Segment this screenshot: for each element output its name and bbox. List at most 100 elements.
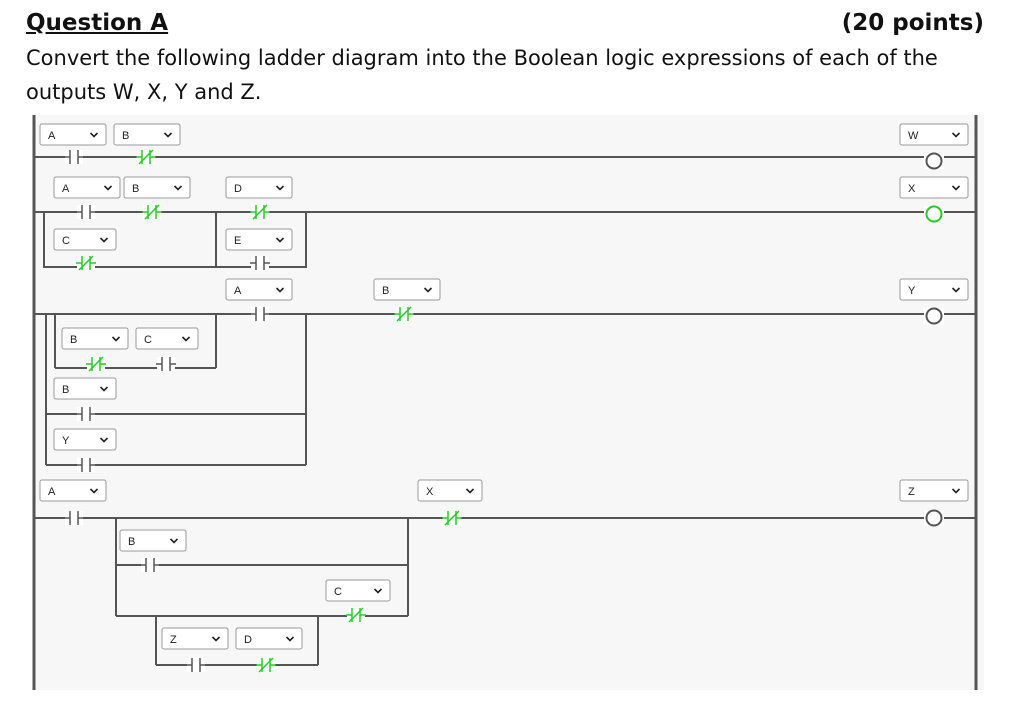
contact-variable-select[interactable]: Y <box>53 428 117 451</box>
output-x-select[interactable]: X <box>899 176 969 199</box>
contact-variable-select[interactable]: B <box>123 176 191 199</box>
output-w-select[interactable]: W <box>899 123 969 146</box>
chevron-down-icon <box>99 237 109 243</box>
contact-b-no[interactable] <box>140 558 160 572</box>
select-box-frame <box>53 428 117 451</box>
contact-c-no[interactable] <box>156 357 176 371</box>
select-box-frame <box>119 529 187 552</box>
contact-variable-select[interactable]: Z <box>161 627 229 650</box>
contact-variable-select[interactable]: X <box>417 479 483 502</box>
no-contact-icon <box>76 458 96 472</box>
nc-contact-icon <box>256 657 276 673</box>
select-value: B <box>382 285 389 297</box>
select-value: A <box>62 183 70 195</box>
contact-variable-select[interactable]: A <box>225 278 293 301</box>
select-box-frame <box>161 627 229 650</box>
select-value: D <box>234 183 242 195</box>
no-contact-icon <box>64 150 84 164</box>
select-box-frame <box>225 278 293 301</box>
contact-variable-select[interactable]: C <box>135 327 199 350</box>
contact-c-nc[interactable] <box>76 255 96 271</box>
chevron-down-icon <box>163 132 173 138</box>
contact-variable-select[interactable]: D <box>225 176 293 199</box>
chevron-down-icon <box>111 336 121 342</box>
select-box-frame <box>235 627 303 650</box>
select-box-frame <box>123 176 191 199</box>
select-value: C <box>62 235 70 247</box>
chevron-down-icon <box>275 287 285 293</box>
select-box-frame <box>39 479 107 502</box>
chevron-down-icon <box>89 488 99 494</box>
no-contact-icon <box>140 558 160 572</box>
select-value: Z <box>170 634 177 646</box>
contact-variable-select[interactable]: C <box>53 228 117 251</box>
contact-b-nc[interactable] <box>394 306 414 322</box>
contact-x-nc[interactable] <box>442 510 462 526</box>
chevron-down-icon <box>275 185 285 191</box>
contact-d-nc[interactable] <box>256 657 276 673</box>
contact-y-no[interactable] <box>76 458 96 472</box>
select-box-frame <box>899 479 969 502</box>
select-value: Y <box>62 435 70 447</box>
chevron-down-icon <box>99 386 109 392</box>
contact-a-no[interactable] <box>250 307 270 321</box>
contact-variable-select[interactable]: A <box>39 479 107 502</box>
contact-a-no[interactable] <box>64 150 84 164</box>
output-z-select[interactable]: Z <box>899 479 969 502</box>
contact-b-no[interactable] <box>76 407 96 421</box>
select-box-frame <box>135 327 199 350</box>
contact-variable-select[interactable]: C <box>325 579 391 602</box>
diagram-panel <box>34 115 984 690</box>
contact-variable-select[interactable]: B <box>119 529 187 552</box>
chevron-down-icon <box>951 132 961 138</box>
contact-b-nc[interactable] <box>86 356 106 372</box>
select-value: D <box>244 634 252 646</box>
no-contact-icon <box>250 307 270 321</box>
select-value: X <box>908 183 916 195</box>
contact-d-nc[interactable] <box>250 204 270 220</box>
select-value: C <box>334 586 342 598</box>
chevron-down-icon <box>103 185 113 191</box>
contact-variable-select[interactable]: B <box>373 278 441 301</box>
select-box-frame <box>113 123 181 146</box>
no-contact-icon <box>64 511 84 525</box>
contact-e-no[interactable] <box>250 256 270 270</box>
contact-variable-select[interactable]: B <box>53 377 117 400</box>
contact-variable-select[interactable]: B <box>113 123 181 146</box>
select-box-frame <box>417 479 483 502</box>
contact-c-nc[interactable] <box>346 607 366 623</box>
output-coil-icon <box>925 509 943 527</box>
chevron-down-icon <box>951 287 961 293</box>
select-value: Z <box>908 486 915 498</box>
question-title: Question A <box>26 10 169 36</box>
nc-contact-icon <box>442 510 462 526</box>
contact-variable-select[interactable]: B <box>61 327 129 350</box>
chevron-down-icon <box>423 287 433 293</box>
select-value: A <box>234 285 242 297</box>
contact-b-nc[interactable] <box>142 204 162 220</box>
select-box-frame <box>899 176 969 199</box>
select-box-frame <box>53 377 117 400</box>
contact-variable-select[interactable]: A <box>39 123 107 146</box>
no-contact-icon <box>76 407 96 421</box>
contact-variable-select[interactable]: A <box>53 176 121 199</box>
select-box-frame <box>39 123 107 146</box>
contact-variable-select[interactable]: E <box>225 228 293 251</box>
contact-variable-select[interactable]: D <box>235 627 303 650</box>
contact-b-nc[interactable] <box>136 149 156 165</box>
instruction-line-2: outputs W, X, Y and Z. <box>26 80 262 104</box>
chevron-down-icon <box>173 185 183 191</box>
select-value: C <box>144 334 152 346</box>
contact-a-no[interactable] <box>76 205 96 219</box>
output-y-select[interactable]: Y <box>899 278 969 301</box>
output-coil-icon <box>925 205 943 223</box>
chevron-down-icon <box>181 336 191 342</box>
instruction-line-1: Convert the following ladder diagram int… <box>26 46 938 70</box>
select-box-frame <box>899 278 969 301</box>
chevron-down-icon <box>465 488 475 494</box>
contact-a-no[interactable] <box>64 511 84 525</box>
select-value: W <box>908 130 919 142</box>
contact-z-no[interactable] <box>186 658 206 672</box>
chevron-down-icon <box>169 538 179 544</box>
